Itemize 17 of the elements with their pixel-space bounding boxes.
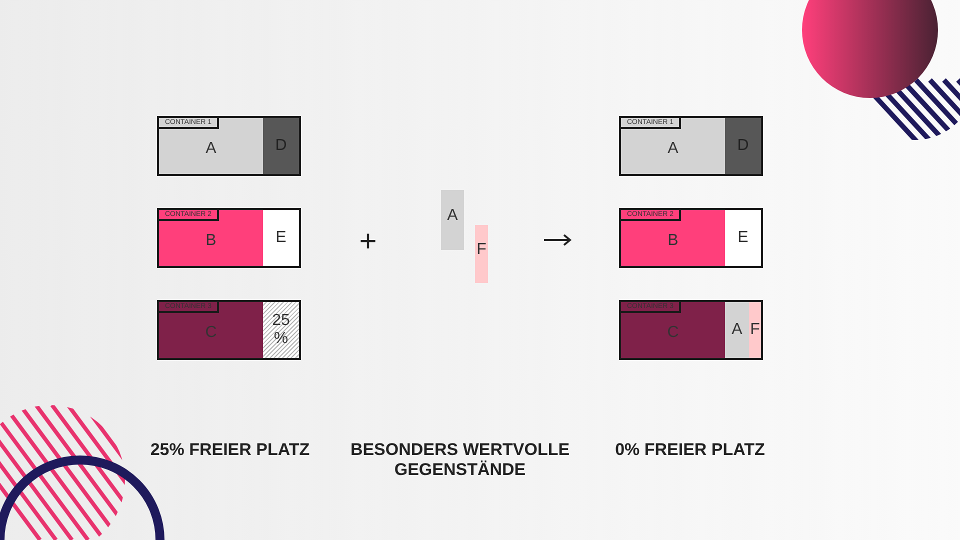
container-box (157, 116, 301, 176)
storage-segment: 25 % (263, 302, 299, 358)
storage-segment: E (263, 210, 299, 266)
container-box (619, 300, 763, 360)
container-box (157, 208, 301, 268)
container-box (619, 116, 763, 176)
container-box (619, 208, 763, 268)
plus-sign: + (358, 225, 378, 259)
storage-segment: E (725, 210, 761, 266)
caption: BESONDERS WERTVOLLE GEGENSTÄNDE (349, 440, 571, 480)
item-block: A (441, 190, 464, 250)
caption: 0% FREIER PLATZ (614, 440, 766, 460)
item-block: F (475, 225, 488, 283)
container-box (157, 300, 301, 360)
storage-segment: A (725, 302, 749, 358)
storage-segment: F (749, 302, 761, 358)
caption: 25% FREIER PLATZ (149, 440, 311, 460)
